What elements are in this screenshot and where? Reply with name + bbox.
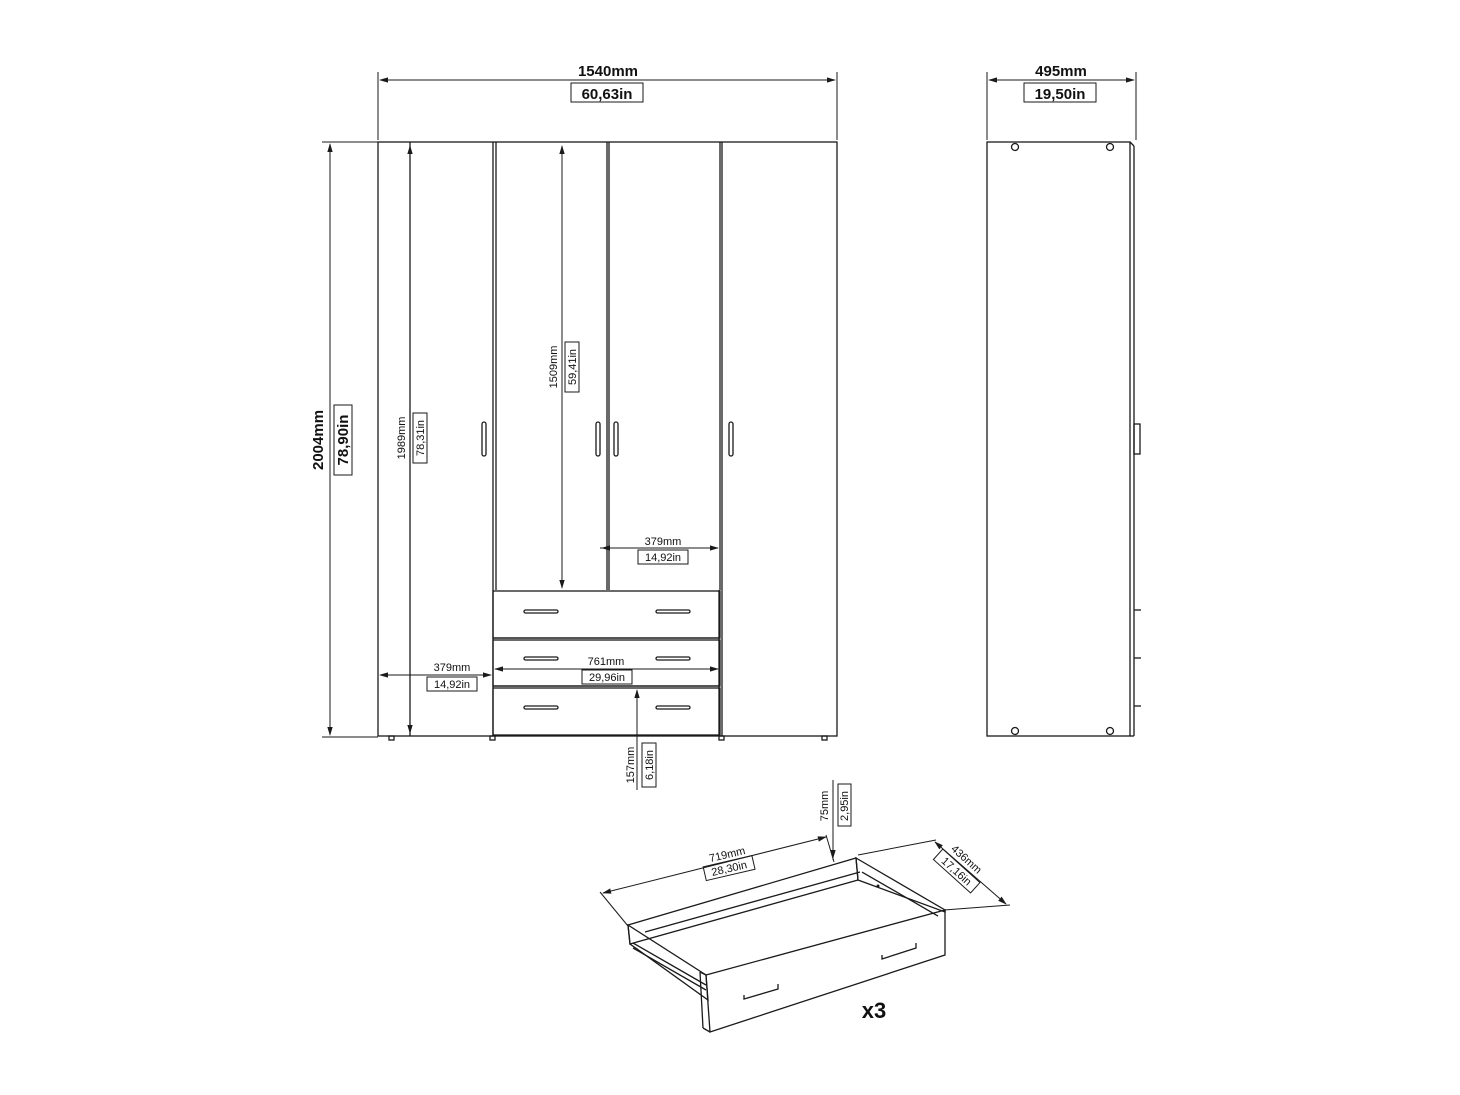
drawer-height-in: 2,95in — [839, 791, 851, 821]
right-door-width-in: 14,92in — [645, 552, 681, 564]
drawer-height-mm: 75mm — [819, 791, 831, 822]
plinth-height-mm: 157mm — [625, 747, 637, 784]
front-height-in: 78,90in — [335, 415, 352, 466]
right-door-width-mm: 379mm — [645, 536, 682, 548]
side-depth-in: 19,50in — [1035, 86, 1086, 103]
drawer-view: 75mm 2,95in 719mm 28,30in 436mm 17,16in — [599, 780, 1011, 1033]
inner-height-mm: 1989mm — [396, 417, 408, 460]
front-width-mm: 1540mm — [578, 63, 638, 80]
left-door-width-in: 14,92in — [434, 679, 470, 691]
front-view: 1540mm 60,63in 2004mm 78,90in — [310, 63, 838, 790]
drawer-section-width-in: 29,96in — [589, 672, 625, 684]
upper-height-in: 59,41in — [567, 349, 579, 385]
drawer-section-width-mm: 761mm — [588, 656, 625, 668]
inner-height-in: 78,31in — [415, 420, 427, 456]
plinth-height-in: 6,18in — [644, 750, 656, 780]
front-width-in: 60,63in — [582, 86, 633, 103]
upper-height-mm: 1509mm — [548, 346, 560, 389]
left-door-width-mm: 379mm — [434, 662, 471, 674]
side-view: 495mm 19,50in — [986, 63, 1141, 737]
drawer-quantity: x3 — [862, 998, 886, 1023]
front-height-mm: 2004mm — [310, 410, 327, 470]
side-depth-mm: 495mm — [1035, 63, 1087, 80]
